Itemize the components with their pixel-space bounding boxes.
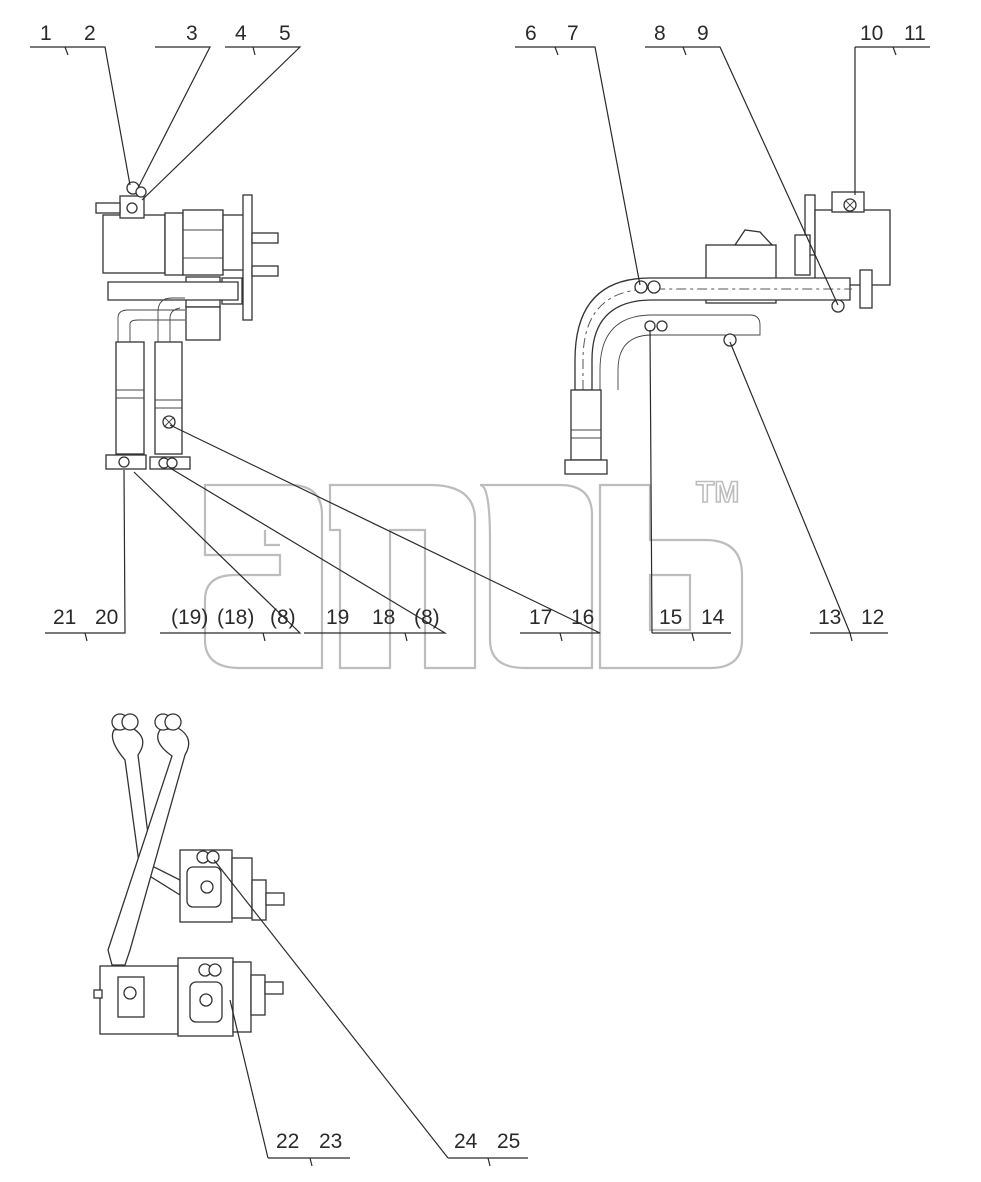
trademark-label: TM: [696, 476, 739, 509]
callout-1: 1: [40, 22, 52, 45]
callout-24: 24: [454, 1130, 478, 1153]
callout-25: 25: [497, 1130, 520, 1153]
callout-19-ref: (19): [171, 606, 208, 629]
callout-10: 10: [860, 22, 883, 45]
tank-assembly-right: [564, 191, 891, 475]
callout-5: 5: [279, 22, 291, 45]
callout-13: 13: [818, 606, 841, 629]
callout-15: 15: [659, 606, 682, 629]
callout-9: 9: [697, 22, 709, 45]
callout-7: 7: [567, 22, 579, 45]
callout-23: 23: [319, 1130, 342, 1153]
callout-21: 21: [53, 606, 76, 629]
callout-2: 2: [84, 22, 96, 45]
callout-8: 8: [654, 22, 666, 45]
callout-20: 20: [95, 606, 118, 629]
callout-17: 17: [529, 606, 552, 629]
callout-11: 11: [904, 22, 926, 45]
callout-14: 14: [701, 606, 725, 629]
callout-12: 12: [861, 606, 884, 629]
leader-lines: [30, 46, 930, 1167]
pump-assembly-bottom: [93, 713, 285, 1037]
callout-8-ref-1: (8): [270, 606, 296, 629]
callout-22: 22: [276, 1130, 299, 1153]
callout-4: 4: [235, 22, 247, 45]
callout-16: 16: [571, 606, 594, 629]
callout-18: 18: [372, 606, 395, 629]
callout-6: 6: [525, 22, 537, 45]
callout-3: 3: [186, 22, 198, 45]
callout-19: 19: [326, 606, 349, 629]
callout-18-ref: (18): [217, 606, 254, 629]
callout-labels: 1 2 3 4 5 6 7 8 9 10 11 21 20 (19) (18) …: [40, 22, 926, 1153]
callout-8-ref-2: (8): [414, 606, 440, 629]
watermark-logo: TM: [203, 475, 744, 670]
pump-assembly-left: [95, 181, 279, 470]
